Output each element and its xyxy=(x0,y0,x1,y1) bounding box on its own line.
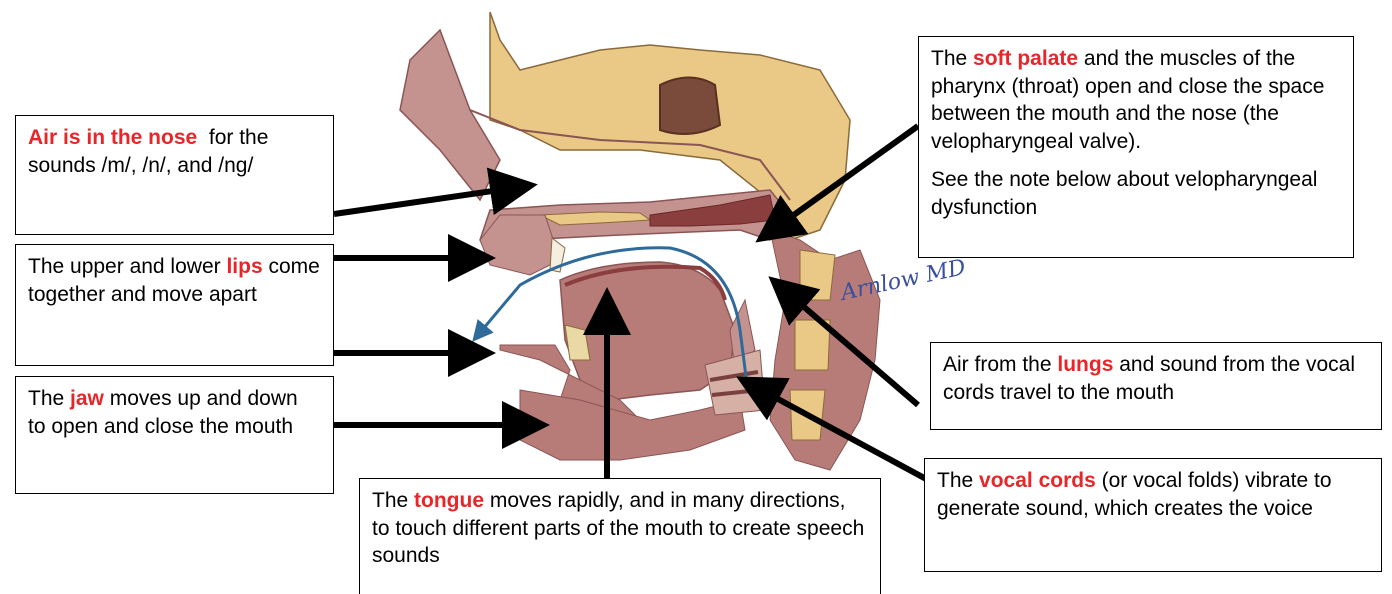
soft-palate-pre: The xyxy=(931,47,973,70)
lungs-callout: Air from the lungs and sound from the vo… xyxy=(930,342,1382,430)
vocal-cords-highlight: vocal cords xyxy=(979,469,1096,492)
vertebra-1 xyxy=(800,250,835,300)
nose-callout: Air is in the nose for the sounds /m/, /… xyxy=(15,115,334,235)
nose-highlight: Air is in the nose xyxy=(28,126,197,149)
lungs-pre: Air from the xyxy=(943,353,1057,376)
soft-palate-callout: The soft palate and the muscles of the p… xyxy=(918,36,1354,258)
soft-palate-note: See the note below about velopharyngeal … xyxy=(931,166,1341,221)
soft-palate-highlight: soft palate xyxy=(973,47,1078,70)
tongue-callout: The tongue moves rapidly, and in many di… xyxy=(359,478,881,594)
jaw-callout: The jaw moves up and down to open and cl… xyxy=(15,376,334,494)
lips-highlight: lips xyxy=(226,255,262,278)
sinus xyxy=(660,78,720,135)
jaw-highlight: jaw xyxy=(70,387,104,410)
vocal-cords-callout: The vocal cords (or vocal folds) vibrate… xyxy=(924,458,1382,572)
lips-pre: The upper and lower xyxy=(28,255,226,278)
lips-callout: The upper and lower lips come together a… xyxy=(15,244,334,366)
jaw xyxy=(520,390,745,460)
vocal-cords-pre: The xyxy=(937,469,979,492)
lungs-highlight: lungs xyxy=(1057,353,1113,376)
tongue-highlight: tongue xyxy=(414,489,484,512)
jaw-pre: The xyxy=(28,387,70,410)
tongue-pre: The xyxy=(372,489,414,512)
soft-palate-paragraph: The soft palate and the muscles of the p… xyxy=(931,45,1341,156)
